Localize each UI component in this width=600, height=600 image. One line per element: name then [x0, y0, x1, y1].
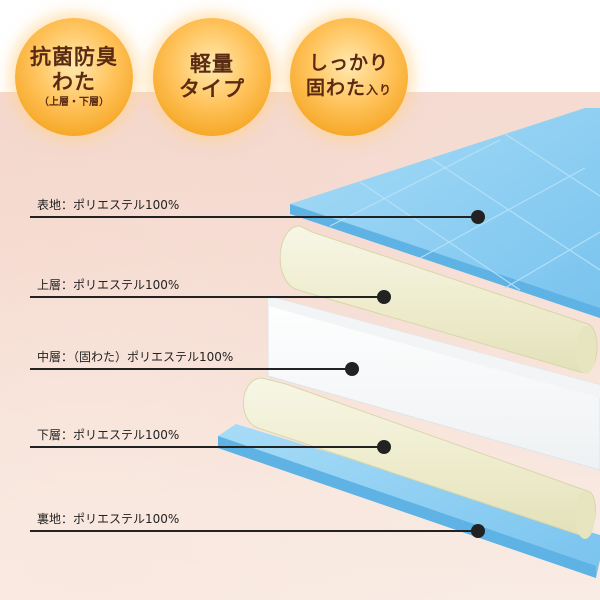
top-fabric-label: 表地：ポリエステル100%	[37, 198, 180, 212]
lightweight-badge: 軽量 タイプ	[153, 18, 271, 136]
badge-3-line2-main: 固わた	[305, 77, 366, 99]
lower-padding-marker	[377, 440, 391, 454]
core-leader-line	[30, 368, 352, 370]
upper-padding-layer	[279, 225, 598, 374]
core-layer	[267, 295, 600, 471]
upper-padding-leader-line	[30, 296, 384, 298]
badge-1-line1: 抗菌防臭	[30, 45, 118, 69]
badge-1-sub: （上層・下層）	[39, 97, 109, 108]
antibacterial-badge: 抗菌防臭 わた （上層・下層）	[15, 18, 133, 136]
badge-3-line2: 固わた入り	[306, 76, 392, 103]
badge-1-line2: わた	[52, 70, 96, 94]
core-marker	[345, 362, 359, 376]
lower-padding-label: 下層：ポリエステル100%	[37, 428, 180, 442]
top-fabric-layer	[290, 108, 600, 318]
bottom-fabric-label: 裏地：ポリエステル100%	[37, 512, 180, 526]
bottom-fabric-marker	[471, 524, 485, 538]
bottom-fabric-leader-line	[30, 530, 478, 532]
lower-padding-layer	[243, 377, 596, 539]
badge-2-line2: タイプ	[179, 77, 245, 101]
upper-padding-label: 上層：ポリエステル100%	[37, 278, 180, 292]
upper-padding-marker	[377, 290, 391, 304]
firm-cotton-badge: しっかり 固わた入り	[290, 18, 408, 136]
top-fabric-leader-line	[30, 216, 478, 218]
lower-padding-leader-line	[30, 446, 384, 448]
bottom-fabric-layer	[218, 424, 600, 578]
core-label: 中層：（固わた）ポリエステル100%	[37, 350, 234, 364]
badge-3-line2-small: 入り	[366, 83, 393, 97]
top-fabric-marker	[471, 210, 485, 224]
badge-3-line1: しっかり	[308, 52, 389, 74]
badge-2-line1: 軽量	[190, 52, 234, 76]
